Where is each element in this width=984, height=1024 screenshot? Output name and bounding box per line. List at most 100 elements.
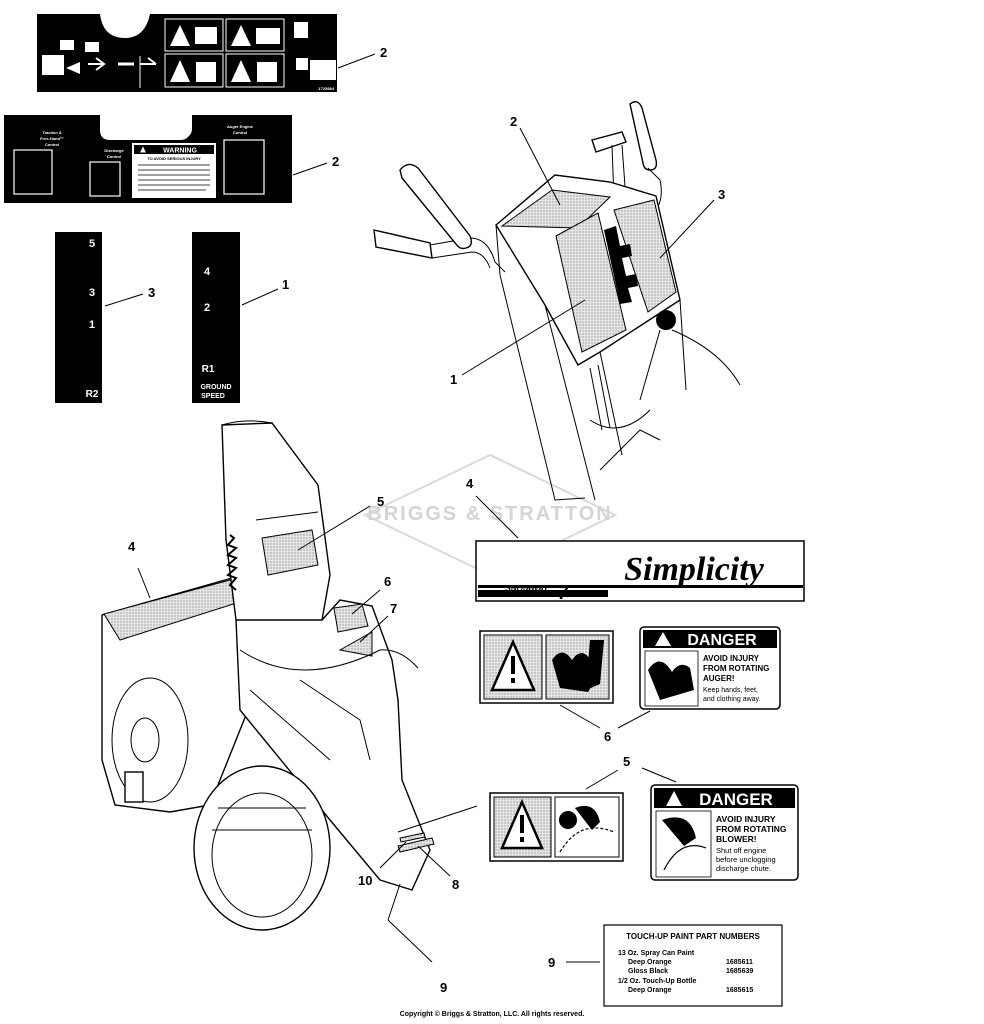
control-decal-top: 1725984	[37, 14, 337, 92]
traction-label: Control	[45, 142, 59, 147]
watermark-logo: BRIGGS & STRATTON	[362, 453, 618, 577]
console-decal-3	[613, 199, 677, 313]
shift-knob	[656, 310, 676, 330]
callout-6: 6	[384, 574, 391, 589]
callout-2: 2	[510, 114, 517, 129]
danger-line: BLOWER!	[716, 834, 757, 844]
danger-line: and clothing away.	[703, 696, 761, 703]
danger-header: DANGER	[699, 790, 773, 809]
warning-triangle-icon	[140, 146, 146, 153]
watermark-text: BRIGGS & STRATTON	[367, 503, 612, 525]
callout-2: 2	[380, 45, 387, 60]
boot-icon	[586, 640, 604, 690]
callout-9: 9	[440, 980, 447, 995]
callout-3: 3	[148, 285, 155, 300]
speed-label: 3	[89, 287, 95, 299]
warning-triangle-icon	[170, 25, 190, 46]
speed-label: 1	[89, 319, 95, 331]
arrow-icon	[66, 62, 80, 74]
auger-pictogram-decal	[479, 630, 614, 704]
chute-spring	[226, 534, 238, 591]
speed-label: 5	[89, 238, 95, 250]
snowthrower-icon	[89, 161, 121, 197]
callout-5: 5	[377, 494, 384, 509]
machine-icon	[310, 60, 336, 80]
traction-label: Free-Hand™	[40, 136, 64, 141]
model-script: SNO-AWAY	[506, 584, 550, 593]
paint-row: 13 Oz. Spray Can Paint	[618, 950, 695, 957]
callout-7: 7	[390, 601, 397, 616]
ground-speed-label: SPEED	[201, 393, 225, 400]
tire	[193, 765, 331, 931]
danger-line: Keep hands, feet,	[703, 687, 758, 694]
ground-speed-label: GROUND	[200, 384, 231, 391]
speed-panel-left: 5 3 1 R2	[55, 232, 102, 403]
touch-up-paint-table: TOUCH-UP PAINT PART NUMBERS 13 Oz. Spray…	[603, 924, 783, 1007]
speed-label: 2	[204, 302, 210, 314]
snowthrower-illustration	[101, 420, 435, 931]
auger-label: Control	[233, 130, 247, 135]
paint-row: 1/2 Oz. Touch-Up Bottle	[618, 978, 697, 985]
left-grip	[399, 163, 473, 250]
warning-triangle-icon	[231, 60, 251, 82]
discharge-label: Control	[107, 154, 121, 159]
handle-console-illustration	[373, 101, 741, 501]
brand-name: Simplicity	[624, 551, 765, 588]
danger-line: AVOID INJURY	[703, 654, 760, 663]
danger-line: AVOID INJURY	[716, 814, 776, 824]
simplicity-decal: Simplicity SNO-AWAY 7	[475, 540, 805, 603]
part-10-decal	[399, 832, 426, 843]
console-decal-1	[555, 212, 627, 353]
hand-icon	[575, 805, 600, 830]
paint-title: TOUCH-UP PAINT PART NUMBERS	[626, 932, 760, 941]
part-8-decal	[397, 837, 435, 853]
hand-icon	[662, 817, 696, 846]
callout-4: 4	[466, 476, 474, 491]
danger-line: Shut off engine	[716, 846, 766, 855]
danger-line: discharge chute.	[716, 864, 771, 873]
speed-panel-right: 4 2 R1 GROUND SPEED	[192, 232, 240, 403]
paint-row: Deep Orange	[628, 987, 672, 994]
speed-label: R1	[202, 364, 215, 375]
warning-title: WARNING	[163, 148, 197, 155]
callout-1: 1	[282, 277, 289, 292]
warning-triangle-icon	[666, 791, 682, 806]
snowthrower-icon	[13, 149, 53, 195]
warning-triangle-icon	[231, 25, 251, 46]
callout-5: 5	[623, 754, 630, 769]
danger-line: FROM ROTATING	[716, 824, 787, 834]
callout-4: 4	[128, 539, 136, 554]
traction-label: Traction &	[42, 130, 62, 135]
paint-part-number: 1685611	[726, 959, 753, 966]
blower-pictogram-decal	[489, 792, 624, 862]
danger-header: DANGER	[687, 632, 757, 649]
danger-line: AUGER!	[703, 674, 735, 683]
auger-label: Auger Engine	[227, 124, 254, 129]
callout-3: 3	[718, 187, 725, 202]
danger-blower-decal: DANGER AVOID INJURY FROM ROTATING BLOWER…	[650, 784, 799, 881]
callout-9: 9	[548, 955, 555, 970]
paint-part-number: 1685639	[726, 968, 753, 975]
warning-triangle-icon	[170, 60, 190, 82]
callout-8: 8	[452, 877, 459, 892]
paint-row: Deep Orange	[628, 959, 672, 966]
callout-6: 6	[604, 729, 611, 744]
discharge-label: Discharge	[104, 148, 124, 153]
warning-triangle-icon	[655, 632, 671, 646]
right-grip	[629, 101, 658, 171]
danger-auger-decal: DANGER AVOID INJURY FROM ROTATING AUGER!…	[639, 626, 781, 710]
callout-1: 1	[450, 372, 457, 387]
warning-subtitle: TO AVOID SERIOUS INJURY	[147, 156, 201, 161]
speed-label: 4	[204, 266, 211, 278]
shift-gate	[604, 226, 638, 304]
snowthrower-icon	[223, 139, 265, 195]
machine-icon	[42, 55, 64, 75]
danger-line: FROM ROTATING	[703, 664, 769, 673]
chute-decal-6	[333, 603, 369, 633]
stop-icon	[559, 811, 577, 829]
model-number: 7	[558, 583, 569, 603]
callout-10: 10	[358, 873, 372, 888]
chute-decal-5	[261, 529, 319, 576]
danger-line: before unclogging	[716, 855, 776, 864]
